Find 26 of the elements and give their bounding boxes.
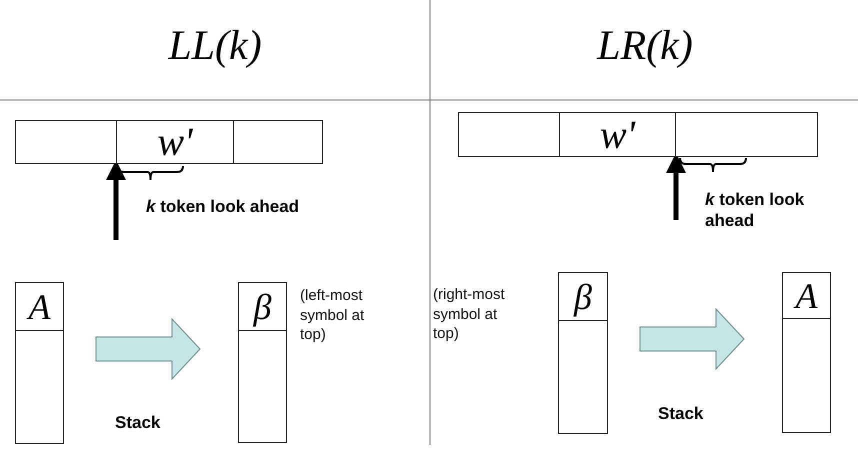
symbol-text: β (574, 278, 592, 314)
note-text: (left-most symbol at top) (300, 286, 366, 344)
heading: LL(k) (167, 22, 263, 70)
stack-box (15, 282, 64, 444)
caption-text: Stack (658, 403, 704, 424)
symbol-text: A (28, 288, 50, 324)
caption-text: k token look ahead (146, 196, 300, 218)
stack-box (558, 272, 608, 434)
tape-cell (559, 112, 676, 157)
heading: LR(k) (596, 22, 694, 70)
tape-cell (458, 112, 560, 157)
tape-cell (233, 120, 323, 164)
caption-text: k token look ahead (705, 189, 806, 232)
symbol-text: w' (157, 122, 193, 162)
block-arrow (96, 318, 201, 380)
symbol-text: w' (600, 114, 636, 154)
stack-box (238, 282, 287, 443)
block-arrow (640, 308, 745, 370)
tape-cell (116, 120, 234, 164)
symbol-text: β (254, 288, 272, 324)
note-text: (right-most symbol at top) (433, 285, 506, 344)
caption-text: Stack (115, 412, 162, 434)
symbol-text: A (796, 278, 818, 314)
stack-box (782, 272, 831, 433)
tape-cell (15, 120, 117, 164)
tape-cell (675, 112, 818, 157)
